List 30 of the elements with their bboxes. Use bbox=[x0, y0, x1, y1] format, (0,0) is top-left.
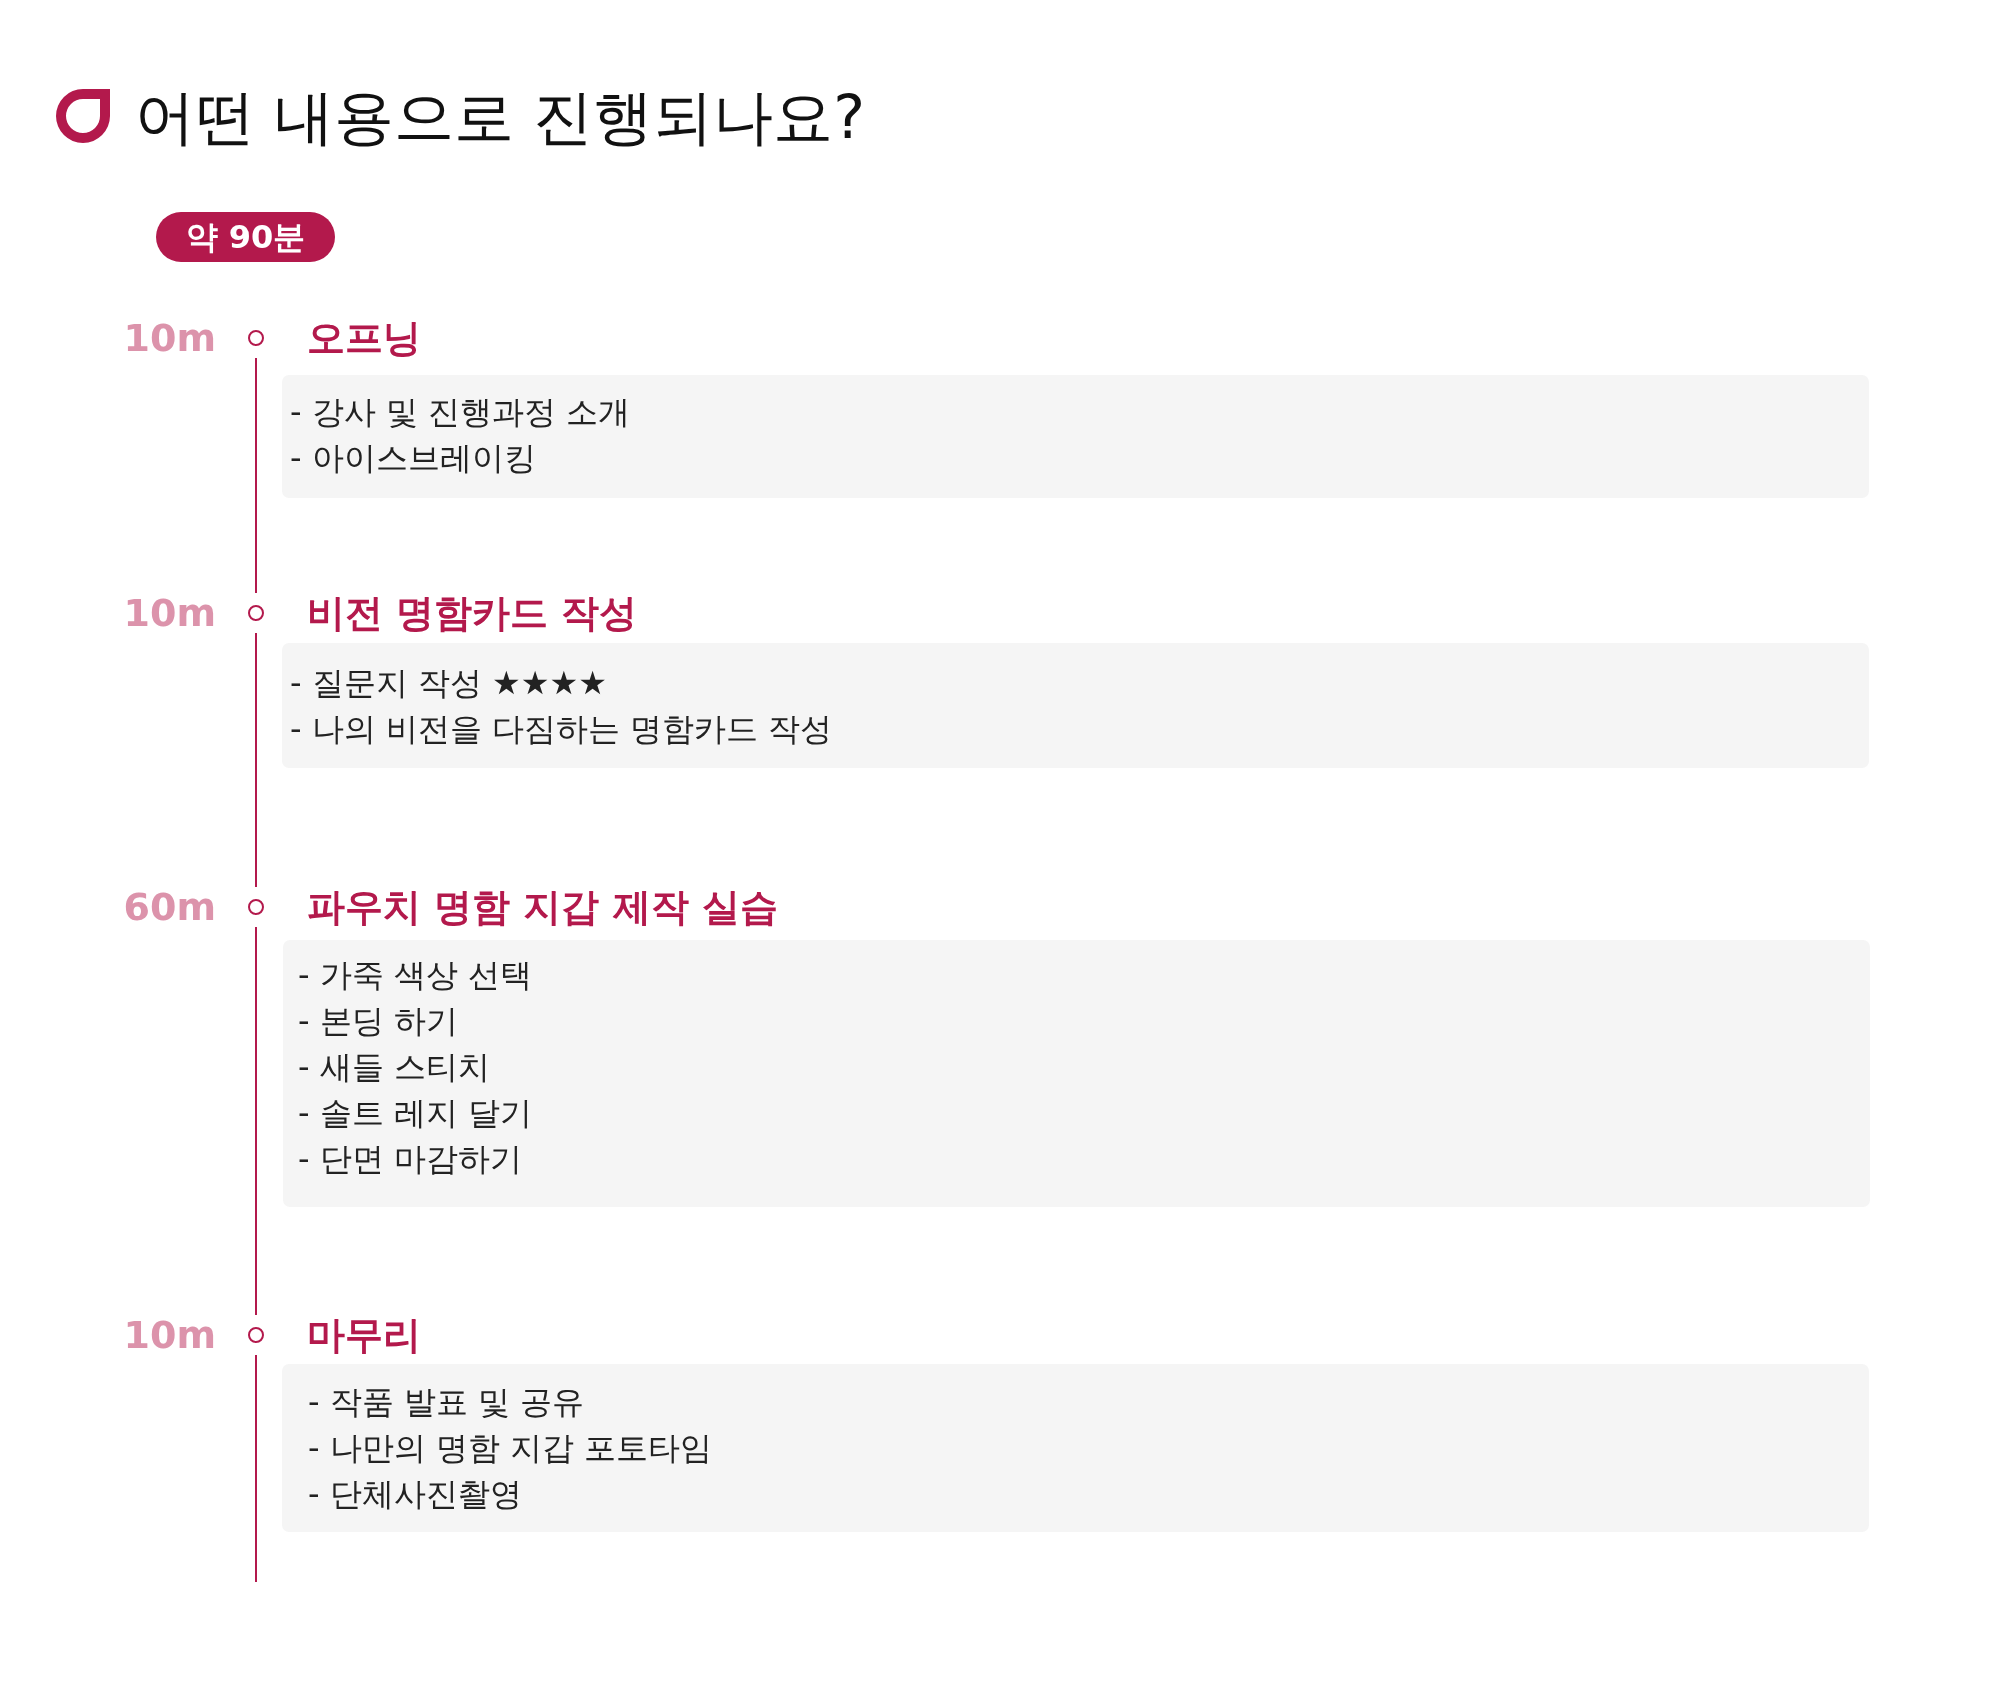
section-heading: 오프닝 bbox=[307, 315, 421, 362]
list-item: - 강사 및 진행과정 소개 bbox=[290, 392, 631, 433]
list-item: - 작품 발표 및 공유 bbox=[308, 1382, 585, 1423]
list-item: - 가죽 색상 선택 bbox=[298, 955, 533, 996]
timeline-line bbox=[255, 1354, 257, 1583]
timeline-marker bbox=[248, 1327, 264, 1343]
list-item: - 단면 마감하기 bbox=[298, 1139, 522, 1180]
list-item: - 새들 스티치 bbox=[298, 1047, 490, 1088]
list-item: - 아이스브레이킹 bbox=[290, 438, 536, 479]
duration-label: 10m bbox=[123, 1312, 216, 1359]
duration-label: 10m bbox=[123, 315, 216, 362]
timeline-line bbox=[255, 357, 257, 594]
duration-label: 10m bbox=[123, 590, 216, 637]
list-item: - 단체사진촬영 bbox=[308, 1474, 522, 1515]
list-item: - 본딩 하기 bbox=[298, 1001, 458, 1042]
page-title: 어떤 내용으로 진행되나요? bbox=[135, 81, 865, 153]
timeline-marker bbox=[248, 899, 264, 915]
timeline-line bbox=[255, 632, 257, 888]
timeline-marker bbox=[248, 330, 264, 346]
duration-label: 60m bbox=[123, 884, 216, 931]
list-item: - 나만의 명함 지갑 포토타임 bbox=[308, 1428, 713, 1469]
list-item: - 솔트 레지 달기 bbox=[298, 1093, 533, 1134]
timeline-marker bbox=[248, 605, 264, 621]
list-item: - 질문지 작성 ★★★★ bbox=[290, 663, 607, 704]
section-heading: 비전 명함카드 작성 bbox=[307, 590, 638, 637]
duration-badge: 약 90분 bbox=[156, 212, 335, 262]
section-heading: 마무리 bbox=[307, 1312, 421, 1359]
section-heading: 파우치 명함 지갑 제작 실습 bbox=[307, 884, 778, 931]
timeline-line bbox=[255, 926, 257, 1316]
list-item: - 나의 비전을 다짐하는 명함카드 작성 bbox=[290, 709, 833, 750]
